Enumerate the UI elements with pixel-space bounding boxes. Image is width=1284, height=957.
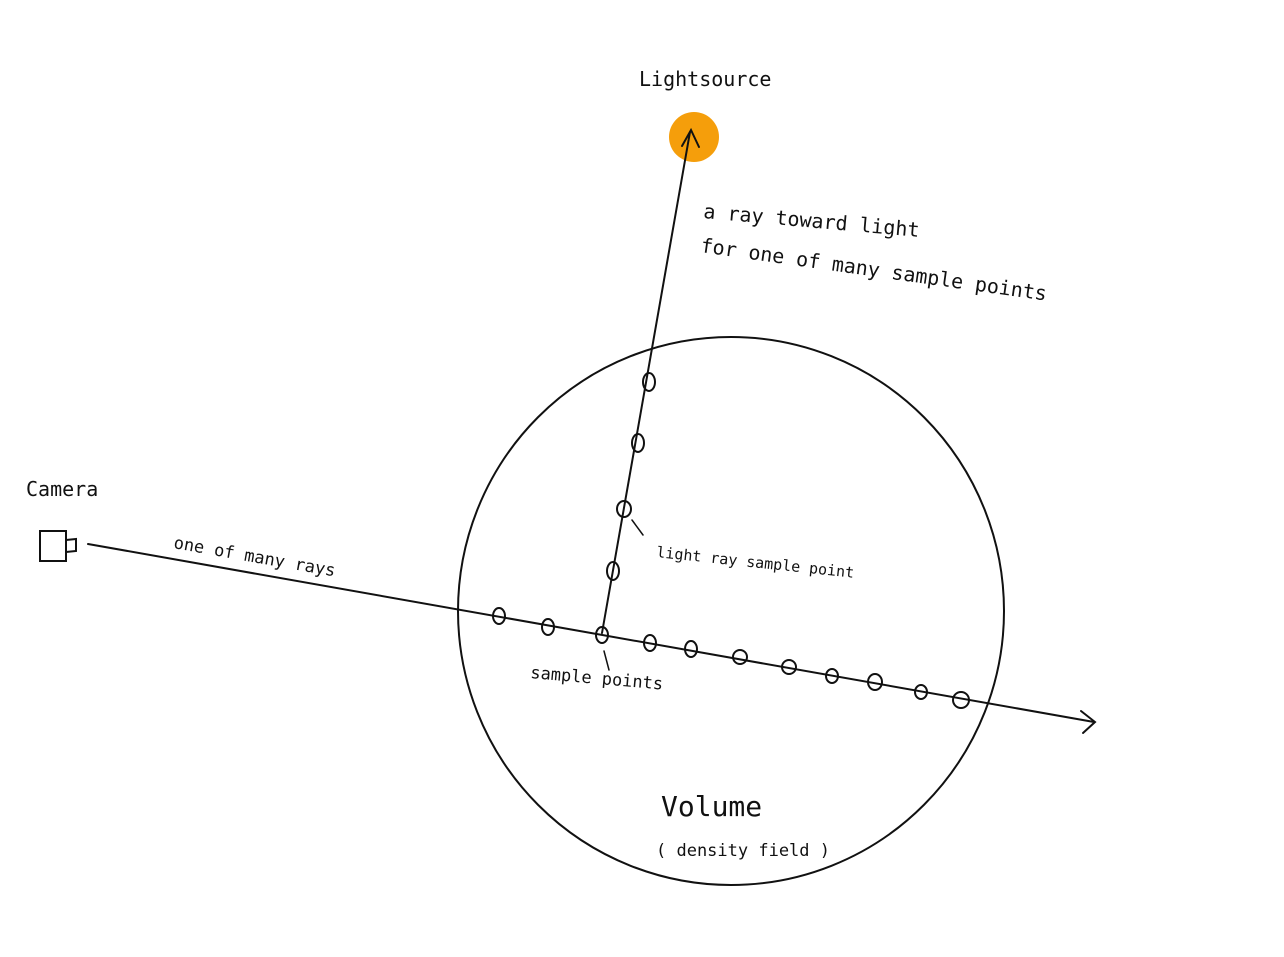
sample-point bbox=[781, 659, 797, 675]
camera-ray-sample-points bbox=[492, 607, 970, 709]
light-sample-point bbox=[606, 561, 620, 581]
sample-point bbox=[643, 634, 657, 652]
light-ray-sample-points bbox=[606, 372, 656, 581]
sample-point bbox=[914, 684, 928, 700]
sample-point bbox=[595, 626, 609, 644]
density-field-label: ( density field ) bbox=[656, 841, 830, 861]
sample-point bbox=[825, 668, 839, 684]
sample-point bbox=[492, 607, 506, 625]
sample-points-pointer bbox=[603, 650, 610, 671]
camera-ray bbox=[87, 543, 1097, 734]
sample-point bbox=[867, 673, 883, 691]
light-sample-point bbox=[642, 372, 656, 392]
pointer-marks bbox=[603, 519, 644, 671]
lightsource-label: Lightsource bbox=[639, 67, 771, 91]
volume-label: Volume bbox=[661, 790, 762, 823]
sample-points-label: sample points bbox=[530, 663, 664, 695]
light-ray-label-line2: for one of many sample points bbox=[699, 233, 1048, 305]
camera-label: Camera bbox=[26, 477, 98, 501]
sample-point bbox=[684, 640, 698, 658]
sample-point bbox=[952, 691, 970, 709]
light-ray-label-line1: a ray toward light bbox=[703, 199, 921, 242]
light-sample-point bbox=[631, 433, 645, 453]
light-sample-point-label: light ray sample point bbox=[656, 543, 855, 582]
sample-point bbox=[732, 649, 748, 665]
volume-circle bbox=[457, 336, 1005, 886]
light-sample-point bbox=[616, 500, 632, 518]
light-sample-pointer bbox=[631, 519, 644, 536]
light-ray bbox=[601, 127, 700, 634]
camera-icon bbox=[39, 530, 77, 562]
sample-point bbox=[541, 618, 555, 636]
